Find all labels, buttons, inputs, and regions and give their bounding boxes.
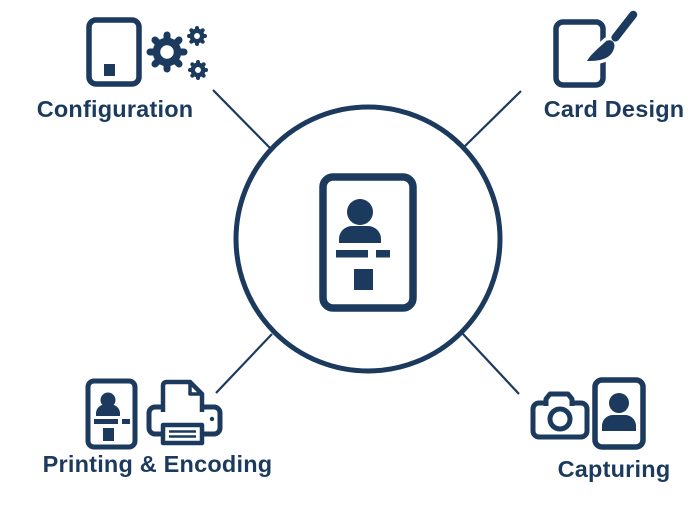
connector-top-left (212, 89, 271, 149)
gears-icon (146, 26, 208, 80)
connector-bottom-right (462, 333, 520, 395)
label-configuration: Configuration (36, 96, 194, 122)
label-card-design: Card Design (543, 96, 685, 122)
capturing-icons (530, 377, 646, 450)
card-design-icons (553, 7, 641, 88)
printing-encoding-icons (85, 378, 223, 450)
label-printing-encoding: Printing & Encoding (42, 451, 273, 477)
configuration-icons (86, 17, 208, 87)
blank-card-icon (86, 17, 142, 87)
connector-top-right (463, 90, 522, 148)
paintbrush-icon (583, 7, 641, 65)
connector-bottom-left (215, 333, 273, 394)
camera-icon (530, 391, 590, 440)
id-card-icon (319, 173, 417, 312)
label-capturing: Capturing (557, 456, 671, 482)
photo-card-icon (592, 377, 646, 450)
id-card-small-icon (85, 378, 138, 450)
printer-icon (146, 379, 223, 446)
